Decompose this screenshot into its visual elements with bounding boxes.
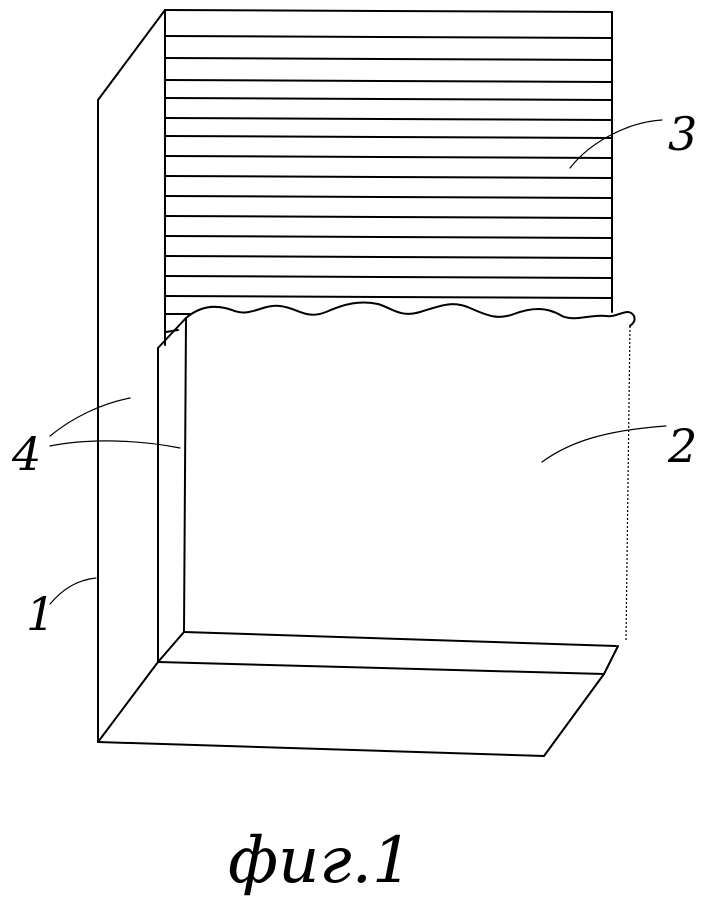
sheet-stack [166, 36, 611, 332]
inner-side-wall [158, 318, 186, 662]
box-outer-left-face [98, 10, 165, 742]
label-4: 4 [11, 427, 41, 481]
label-3: 3 [668, 107, 697, 161]
box-base [98, 646, 618, 756]
leader-4a [50, 398, 130, 436]
leader-lines [50, 120, 666, 604]
label-1: 1 [26, 587, 55, 641]
figure-caption: фиг.1 [228, 824, 413, 898]
label-2: 2 [667, 419, 697, 473]
leader-3 [570, 120, 662, 168]
leader-2 [542, 426, 666, 462]
leader-4b [50, 441, 180, 448]
front-sheet [184, 302, 635, 646]
leader-1 [50, 578, 96, 604]
back-panel-frame [165, 10, 612, 312]
